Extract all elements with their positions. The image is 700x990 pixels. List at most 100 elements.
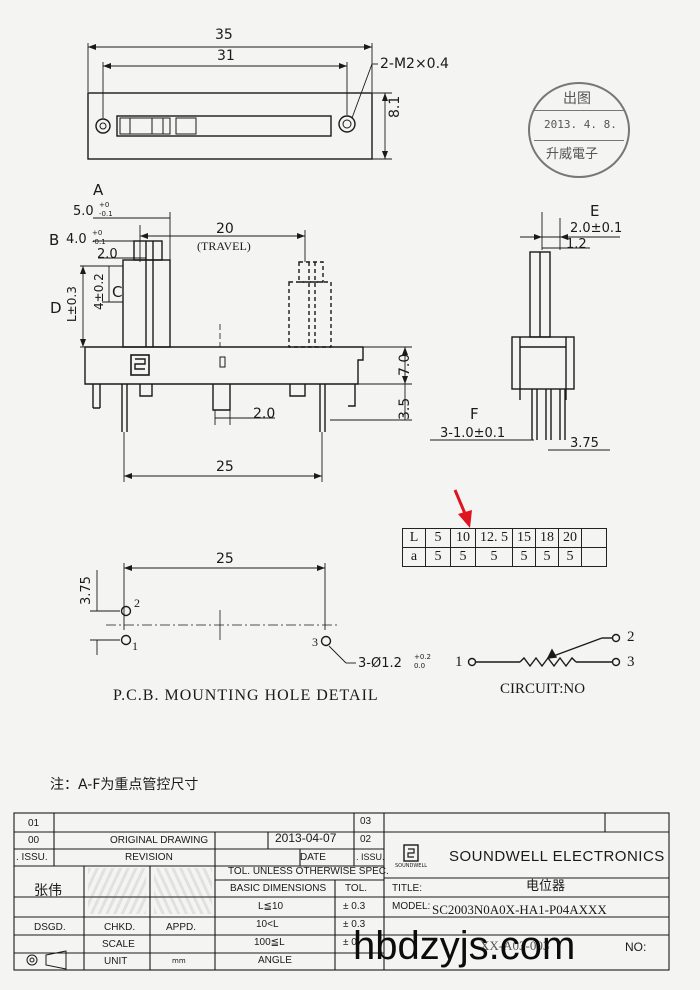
- no-label: NO:: [625, 940, 647, 954]
- table-cell: 20: [558, 528, 582, 548]
- label-D: D: [50, 299, 62, 317]
- company-name: SOUNDWELL ELECTRONICS: [449, 848, 665, 865]
- tol-B-plus: +0: [92, 229, 103, 237]
- table-cell: 15: [512, 528, 536, 548]
- tol-B-minus: -0.1: [92, 238, 106, 246]
- dsgd-label: DSGD.: [34, 922, 66, 933]
- angle-label: ANGLE: [258, 955, 292, 966]
- dim-31: 31: [217, 48, 235, 64]
- tol-row3-tol: ± 0: [343, 937, 357, 948]
- pcb-hole-2: [120, 605, 132, 617]
- circuit-pin2: 2: [627, 629, 635, 645]
- rev-01: 01: [28, 818, 40, 829]
- logo-caption: SOUNDWELL: [395, 863, 428, 869]
- mount-hole-left: [95, 118, 111, 134]
- dim-F: 3-1.0±0.1: [440, 426, 506, 441]
- screw-note: 2-M2×0.4: [380, 56, 449, 72]
- resistor-zigzag: [519, 656, 577, 668]
- drawing-no-fragment: XX-A03-003: [480, 938, 550, 953]
- pcb-dim-25: 25: [216, 551, 234, 567]
- pcb-pin1: 1: [132, 639, 138, 653]
- travel-label: (TRAVEL): [197, 239, 251, 253]
- pcb-pin2: 2: [134, 596, 140, 610]
- dim-B: 4.0: [66, 232, 87, 247]
- table-cell: 18: [535, 528, 559, 548]
- pcb-title: P.C.B. MOUNTING HOLE DETAIL: [113, 687, 379, 704]
- unit-label: UNIT: [104, 956, 128, 967]
- title-label: TITLE:: [392, 883, 423, 894]
- control-dimension-note: 注：A-F为重点管控尺寸: [50, 777, 199, 793]
- dim-7-0: 7.0: [397, 353, 413, 376]
- scale-label: SCALE: [102, 939, 135, 950]
- dim-2-0-pin: 2.0: [253, 406, 276, 422]
- table-cell: 5: [535, 547, 559, 567]
- appd-label: APPD.: [166, 922, 197, 933]
- circuit-pin1: 1: [455, 654, 463, 670]
- circuit-label: CIRCUIT:NO: [500, 681, 586, 697]
- table-cell: [581, 528, 607, 548]
- circuit-node-2: [611, 633, 621, 643]
- stamp-line3: 升威電子: [546, 147, 599, 162]
- label-B: B: [49, 231, 60, 249]
- label-E: E: [590, 202, 600, 220]
- table-cell: 5: [425, 528, 451, 548]
- red-arrow-marker: [453, 489, 472, 528]
- pcb-dim-3-75: 3.75: [79, 576, 94, 605]
- table-cell: 12. 5: [475, 528, 513, 548]
- dim-2-0-top: 2.0: [97, 247, 118, 262]
- chkd-label: CHKD.: [104, 922, 136, 933]
- front-view-body: [84, 346, 364, 385]
- table-cell: 10: [450, 528, 476, 548]
- pcb-hole-3: [320, 635, 332, 647]
- label-F: F: [470, 405, 479, 423]
- stamp-line1: 出图: [563, 91, 591, 107]
- basic-dimensions: BASIC DIMENSIONS: [230, 883, 327, 894]
- table-cell: 5: [512, 547, 536, 567]
- table-cell: 5: [475, 547, 513, 567]
- label-A: A: [93, 181, 104, 199]
- rev-issu: . ISSU.: [16, 852, 48, 863]
- tol-header: TOL. UNLESS OTHERWISE SPEC.: [228, 866, 389, 877]
- tol-A-minus: -0.1: [99, 210, 113, 218]
- unit-value: mm: [172, 957, 186, 965]
- dim-D: L±0.3: [65, 286, 79, 322]
- no-02: 02: [360, 834, 372, 845]
- revision-date: 2013-04-07: [275, 831, 337, 845]
- dim-35: 35: [215, 27, 233, 43]
- issu-2: . ISSU.: [356, 852, 385, 862]
- side-view-body: [511, 336, 575, 390]
- tol-label: TOL.: [345, 883, 368, 894]
- date-label: DATE: [300, 852, 326, 863]
- table-row: L 5 10 12. 5 15 18 20: [402, 528, 607, 548]
- approver-signature: [154, 868, 212, 914]
- dim-8-1: 8.1: [387, 95, 403, 118]
- dim-20-travel: 20: [216, 221, 234, 237]
- dim-A: 5.0: [73, 204, 94, 219]
- tol-row3-dim: 100≦L: [254, 937, 285, 948]
- hole-tol-plus: +0.2: [414, 653, 431, 661]
- title-block-frame: [13, 812, 670, 971]
- circuit-node-1: [467, 657, 477, 667]
- no-03: 03: [360, 816, 372, 827]
- dim-E: 2.0±0.1: [570, 221, 623, 236]
- tol-row1-tol: ± 0.3: [343, 901, 366, 912]
- model-value: SC2003N0A0X-HA1-P04AXXX: [432, 902, 607, 917]
- tol-row2-dim: 10<L: [256, 919, 279, 930]
- dim-25: 25: [216, 459, 234, 475]
- hole-tol-minus: 0.0: [414, 662, 426, 670]
- top-view-outline: [87, 92, 373, 160]
- title-value: 电位器: [526, 879, 566, 894]
- mount-hole-right: [338, 115, 356, 133]
- table-row: a 5 5 5 5 5 5: [402, 547, 607, 567]
- watermark: hbdzyjs.com: [353, 924, 576, 968]
- checker-signature: [88, 868, 146, 914]
- tol-row2-tol: ± 0.3: [343, 919, 366, 930]
- table-cell: 5: [425, 547, 451, 567]
- table-cell: [581, 547, 607, 567]
- approval-stamp: 出图 2013. 4. 8. 升威電子: [528, 82, 630, 178]
- rev-00: 00: [28, 835, 40, 846]
- travel-length-table: L 5 10 12. 5 15 18 20 a 5 5 5 5 5 5: [402, 528, 607, 567]
- table-cell: 5: [450, 547, 476, 567]
- circuit-pin3: 3: [627, 654, 635, 670]
